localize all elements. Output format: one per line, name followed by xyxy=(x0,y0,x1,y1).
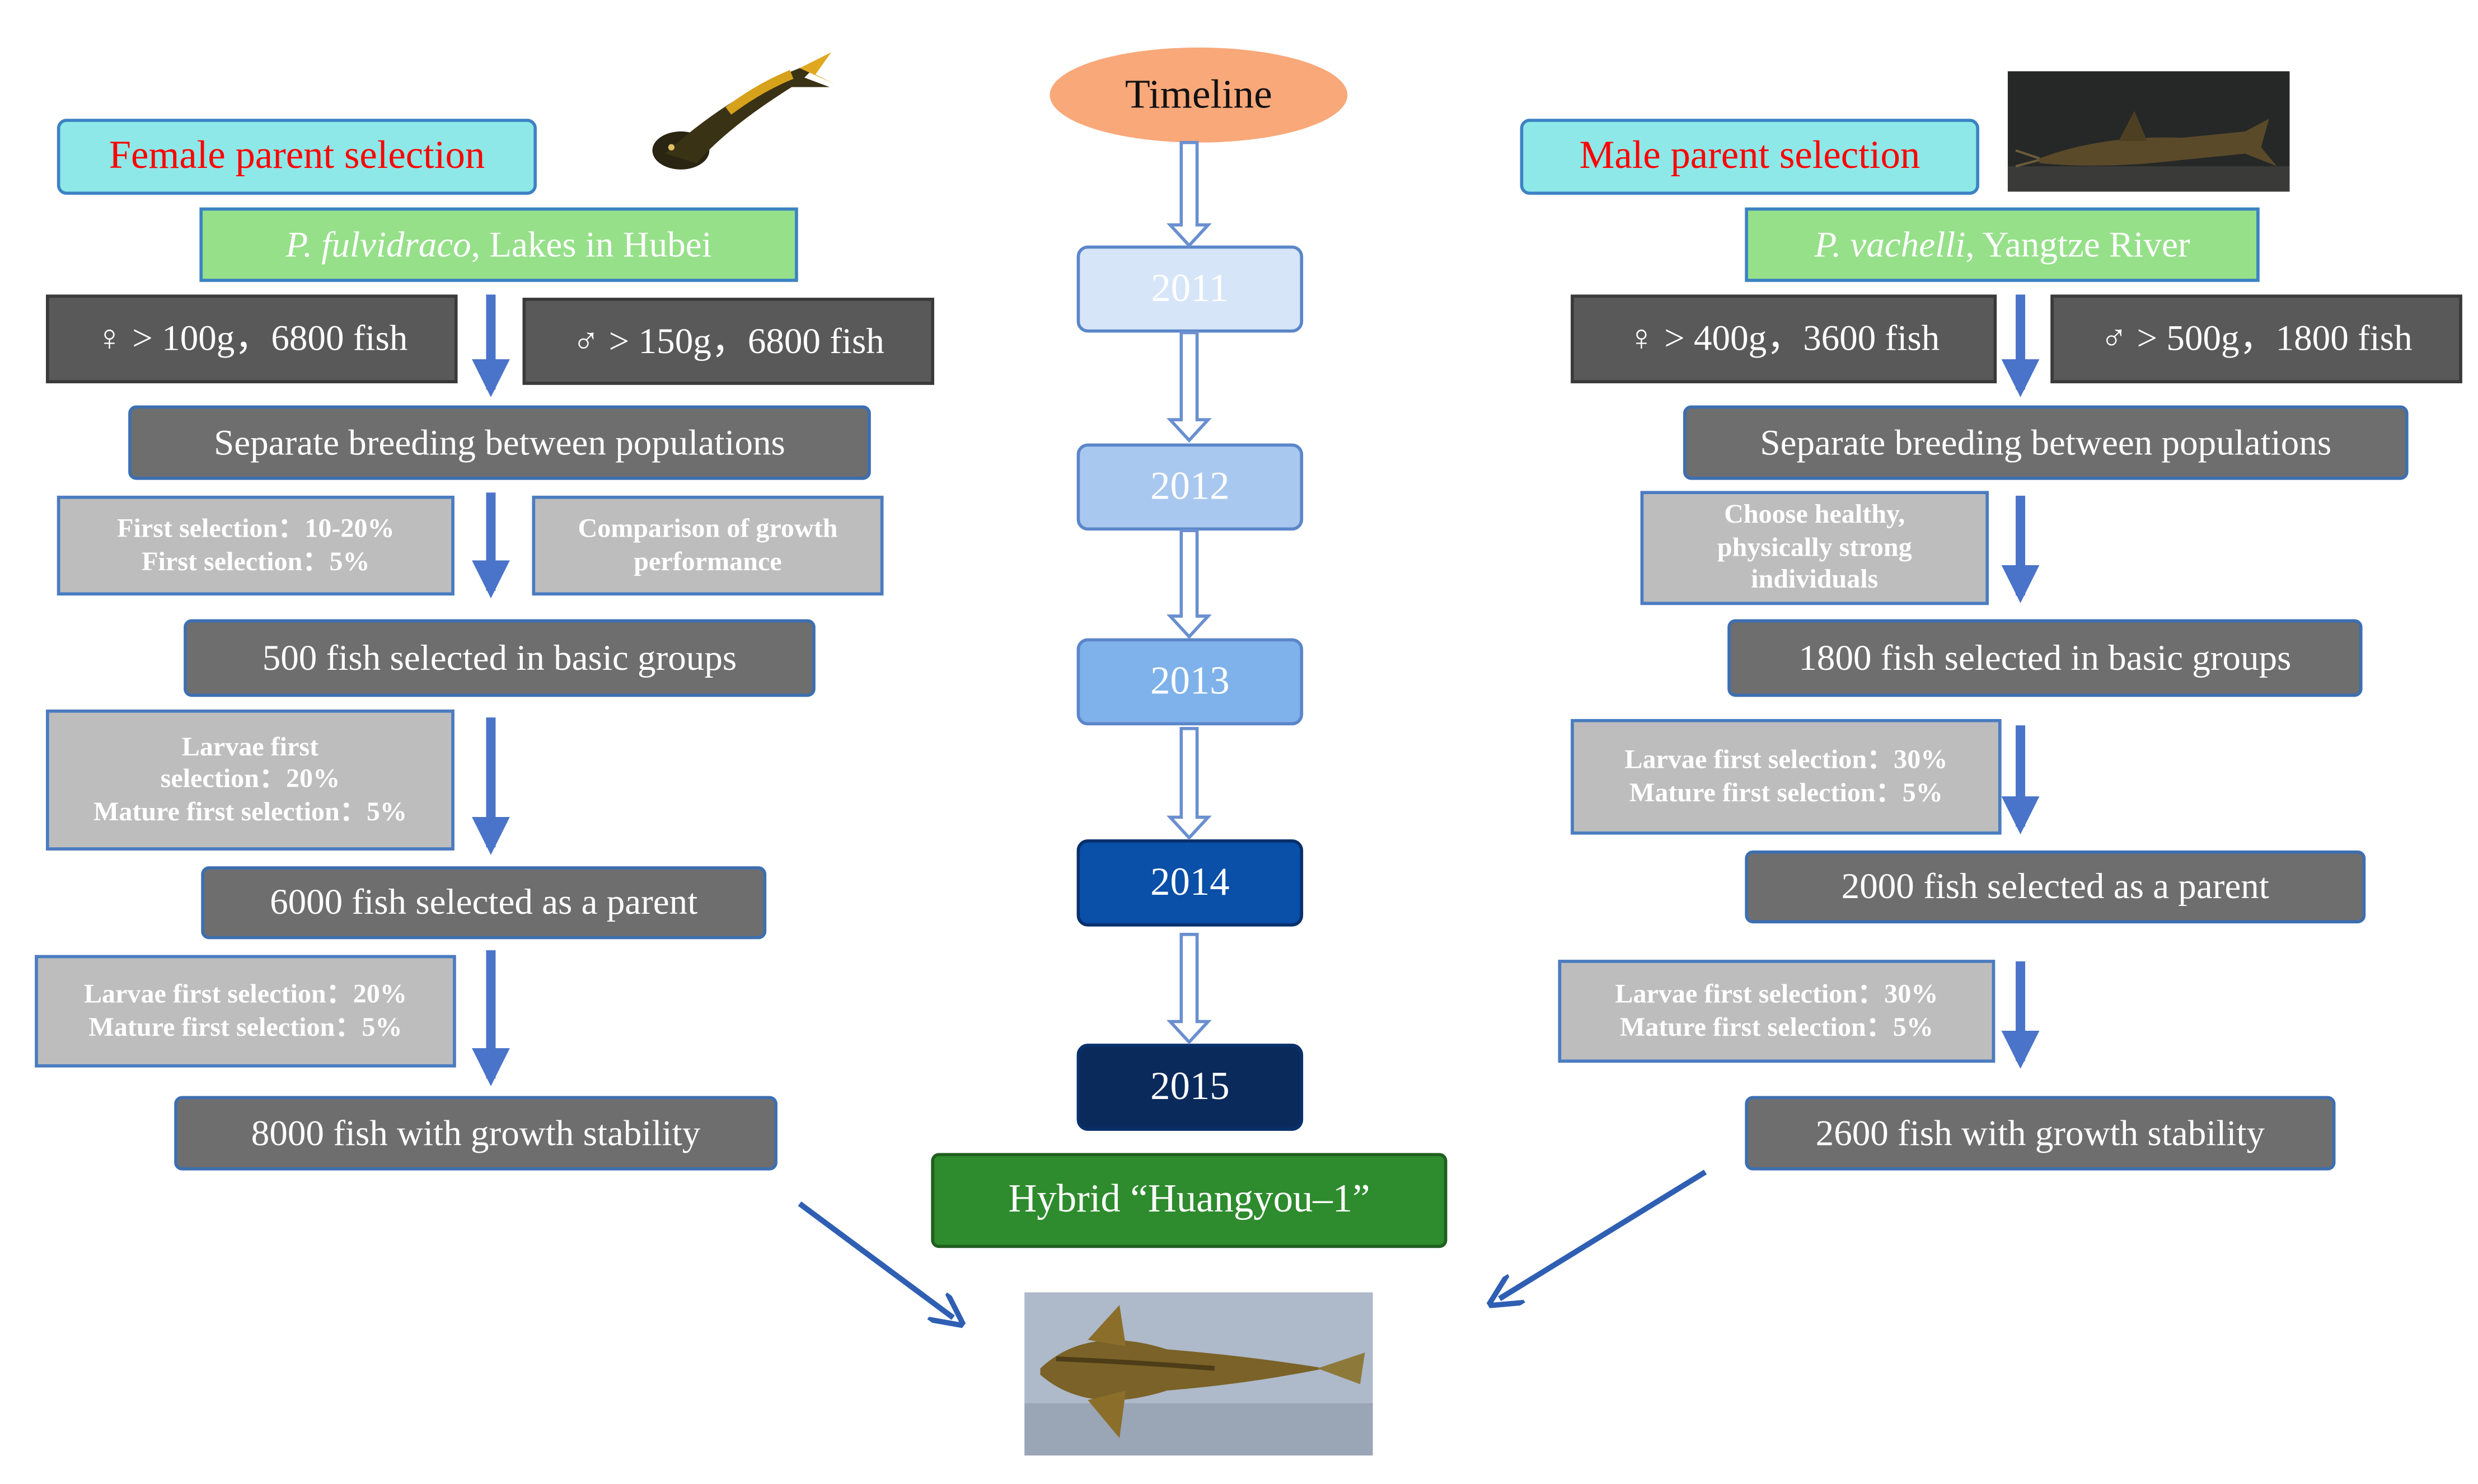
hybrid-box: Hybrid “Huangyou–1” xyxy=(931,1153,1448,1248)
female-fish-photo xyxy=(634,40,840,175)
male-selection-2: Larvae first selection：30% Mature first … xyxy=(1571,718,2002,835)
male-selection-3-line1: Larvae first selection：30% xyxy=(1615,979,1938,1009)
female-species: P. fulvidraco, Lakes in Hubei xyxy=(199,207,798,282)
female-selection-3-line2: Mature first selection：5% xyxy=(88,1011,402,1041)
male-males-count: ♂ > 500g，1800 fish xyxy=(2050,294,2462,383)
female-comparison-line2: performance xyxy=(634,546,782,576)
female-selection-2-line1: Larvae first xyxy=(181,731,319,762)
male-breeding-text: Separate breeding between populations xyxy=(1760,422,2332,462)
timeline-year-2014: 2014 xyxy=(1076,839,1304,927)
timeline-arrows xyxy=(1167,140,1212,1045)
male-stability-text: 2600 fish with growth stability xyxy=(1815,1112,2265,1153)
female-species-location: , Lakes in Hubei xyxy=(471,224,712,264)
female-title-text: Female parent selection xyxy=(109,134,485,177)
timeline-year-label: 2015 xyxy=(1150,1065,1230,1108)
timeline-label: Timeline xyxy=(1125,71,1272,118)
female-parent-text: 6000 fish selected as a parent xyxy=(270,882,698,922)
female-basic-groups: 500 fish selected in basic groups xyxy=(184,619,816,697)
female-parent: 6000 fish selected as a parent xyxy=(201,866,767,940)
male-species-location: , Yangtze River xyxy=(1965,224,2190,264)
male-choose-line2: physically strong xyxy=(1717,532,1912,562)
female-selection-2-line3: Mature first selection：5% xyxy=(93,796,407,826)
female-species-name: P. fulvidraco xyxy=(285,224,471,264)
female-females-count: ♀ > 100g，6800 fish xyxy=(46,294,458,383)
female-males-count: ♂ > 150g，6800 fish xyxy=(522,298,934,385)
female-breeding: Separate breeding between populations xyxy=(128,405,871,480)
timeline-year-label: 2013 xyxy=(1150,659,1230,703)
timeline-year-label: 2012 xyxy=(1150,464,1230,508)
male-choose-line1: Choose healthy, xyxy=(1724,499,1905,530)
female-title: Female parent selection xyxy=(57,119,537,195)
male-selection-2-line2: Mature first selection：5% xyxy=(1629,777,1943,807)
female-stability: 8000 fish with growth stability xyxy=(174,1096,777,1171)
timeline-oval: Timeline xyxy=(1050,47,1348,143)
male-basic-groups-text: 1800 fish selected in basic groups xyxy=(1798,637,2292,678)
male-fish-photo xyxy=(2007,71,2290,192)
timeline-year-label: 2014 xyxy=(1150,861,1230,904)
male-selection-3: Larvae first selection：30% Mature first … xyxy=(1558,960,1995,1063)
female-selection-2-line2: selection：20% xyxy=(160,764,340,794)
male-title: Male parent selection xyxy=(1520,119,1979,195)
male-breeding: Separate breeding between populations xyxy=(1683,405,2409,480)
male-parent-text: 2000 fish selected as a parent xyxy=(1841,866,2269,907)
male-choose-healthy: Choose healthy, physically strong indivi… xyxy=(1640,491,1989,605)
female-basic-groups-text: 500 fish selected in basic groups xyxy=(262,637,737,678)
female-selection-3-line1: Larvae first selection：20% xyxy=(83,979,407,1009)
female-species-text: P. fulvidraco, Lakes in Hubei xyxy=(285,223,711,266)
male-females-count: ♀ > 400g，3600 fish xyxy=(1571,294,1997,383)
female-females-count-text: ♀ > 100g，6800 fish xyxy=(96,318,408,359)
male-stability: 2600 fish with growth stability xyxy=(1745,1096,2336,1171)
female-selection-1-line1: First selection：10-20% xyxy=(117,513,395,544)
hybrid-label: Hybrid “Huangyou–1” xyxy=(1008,1178,1370,1222)
male-species-text: P. vachelli, Yangtze River xyxy=(1814,223,2190,266)
male-selection-3-line2: Mature first selection：5% xyxy=(1619,1011,1933,1041)
timeline-year-2015: 2015 xyxy=(1076,1044,1304,1131)
female-to-hybrid-arrow xyxy=(798,1201,953,1318)
female-selection-1: First selection：10-20% First selection：5… xyxy=(57,495,455,596)
male-species-name: P. vachelli xyxy=(1814,224,1966,264)
male-males-count-text: ♂ > 500g，1800 fish xyxy=(2100,318,2413,359)
timeline-year-label: 2011 xyxy=(1151,266,1229,310)
male-to-hybrid-arrow xyxy=(1500,1170,1707,1298)
female-comparison-line1: Comparison of growth xyxy=(578,513,838,544)
female-comparison: Comparison of growth performance xyxy=(532,495,884,596)
timeline-year-2013: 2013 xyxy=(1076,638,1304,726)
hybrid-fish-photo xyxy=(1024,1292,1373,1456)
female-selection-3: Larvae first selection：20% Mature first … xyxy=(35,955,456,1068)
male-selection-2-line1: Larvae first selection：30% xyxy=(1624,744,1948,775)
female-stability-text: 8000 fish with growth stability xyxy=(251,1112,701,1153)
female-selection-2: Larvae first selection：20% Mature first … xyxy=(46,709,455,851)
female-males-count-text: ♂ > 150g，6800 fish xyxy=(572,321,884,361)
male-species: P. vachelli, Yangtze River xyxy=(1745,207,2260,282)
timeline-year-2011: 2011 xyxy=(1076,245,1304,333)
male-basic-groups: 1800 fish selected in basic groups xyxy=(1727,619,2363,697)
male-parent: 2000 fish selected as a parent xyxy=(1745,850,2366,924)
male-title-text: Male parent selection xyxy=(1579,134,1920,177)
female-breeding-text: Separate breeding between populations xyxy=(214,422,785,462)
female-selection-1-line2: First selection：5% xyxy=(142,546,370,576)
male-females-count-text: ♀ > 400g，3600 fish xyxy=(1628,318,1940,359)
male-choose-line3: individuals xyxy=(1751,564,1879,594)
